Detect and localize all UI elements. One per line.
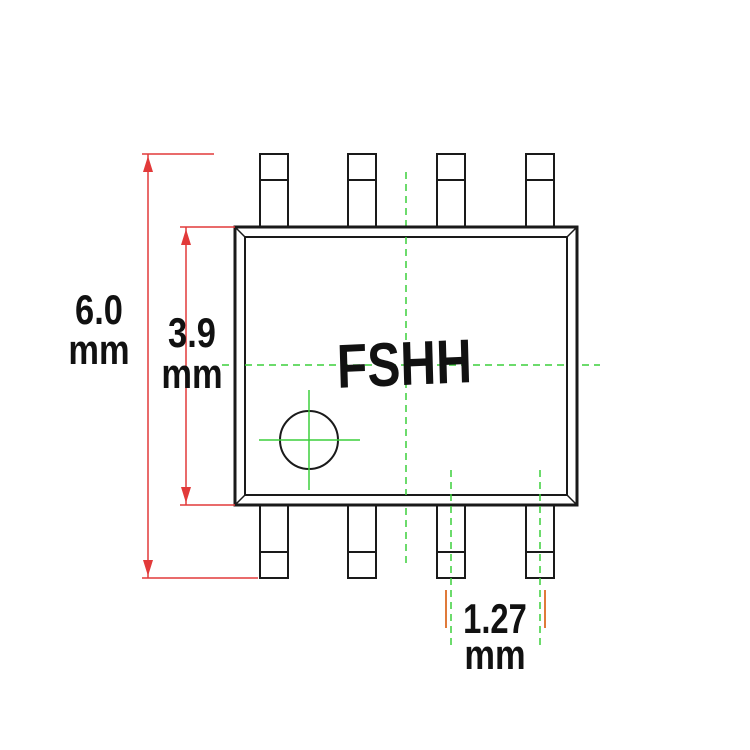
pitch-ticks [445, 590, 546, 628]
bottom-pin-3 [436, 504, 466, 579]
body-height-label: 3.9 mm [161, 310, 222, 398]
body-height-value: 3.9 [168, 310, 216, 357]
pin-pitch-unit: mm [464, 632, 525, 679]
top-pin-2 [347, 153, 377, 228]
top-pin-1 [259, 153, 289, 228]
top-pins [259, 153, 555, 228]
body-height-dimension [180, 226, 235, 506]
total-height-unit: mm [68, 327, 129, 374]
bottom-pin-1 [259, 504, 289, 579]
pitch-center-lines [450, 470, 541, 650]
pin1-indicator [259, 390, 360, 490]
center-lines-over-body [245, 237, 567, 495]
bottom-pin-4 [525, 504, 555, 579]
total-height-dimension [142, 153, 258, 579]
total-height-value: 6.0 [75, 287, 123, 334]
body-height-unit: mm [161, 351, 222, 398]
total-height-label: 6.0 mm [68, 287, 129, 374]
top-pin-4 [525, 153, 555, 228]
pin-pitch-label: 1.27 mm [463, 595, 527, 679]
bottom-pin-2 [347, 504, 377, 579]
bottom-pins [259, 504, 555, 579]
chip-marking: FSHH [336, 326, 473, 401]
pin-pitch-value: 1.27 [463, 595, 527, 642]
top-pin-3 [436, 153, 466, 228]
